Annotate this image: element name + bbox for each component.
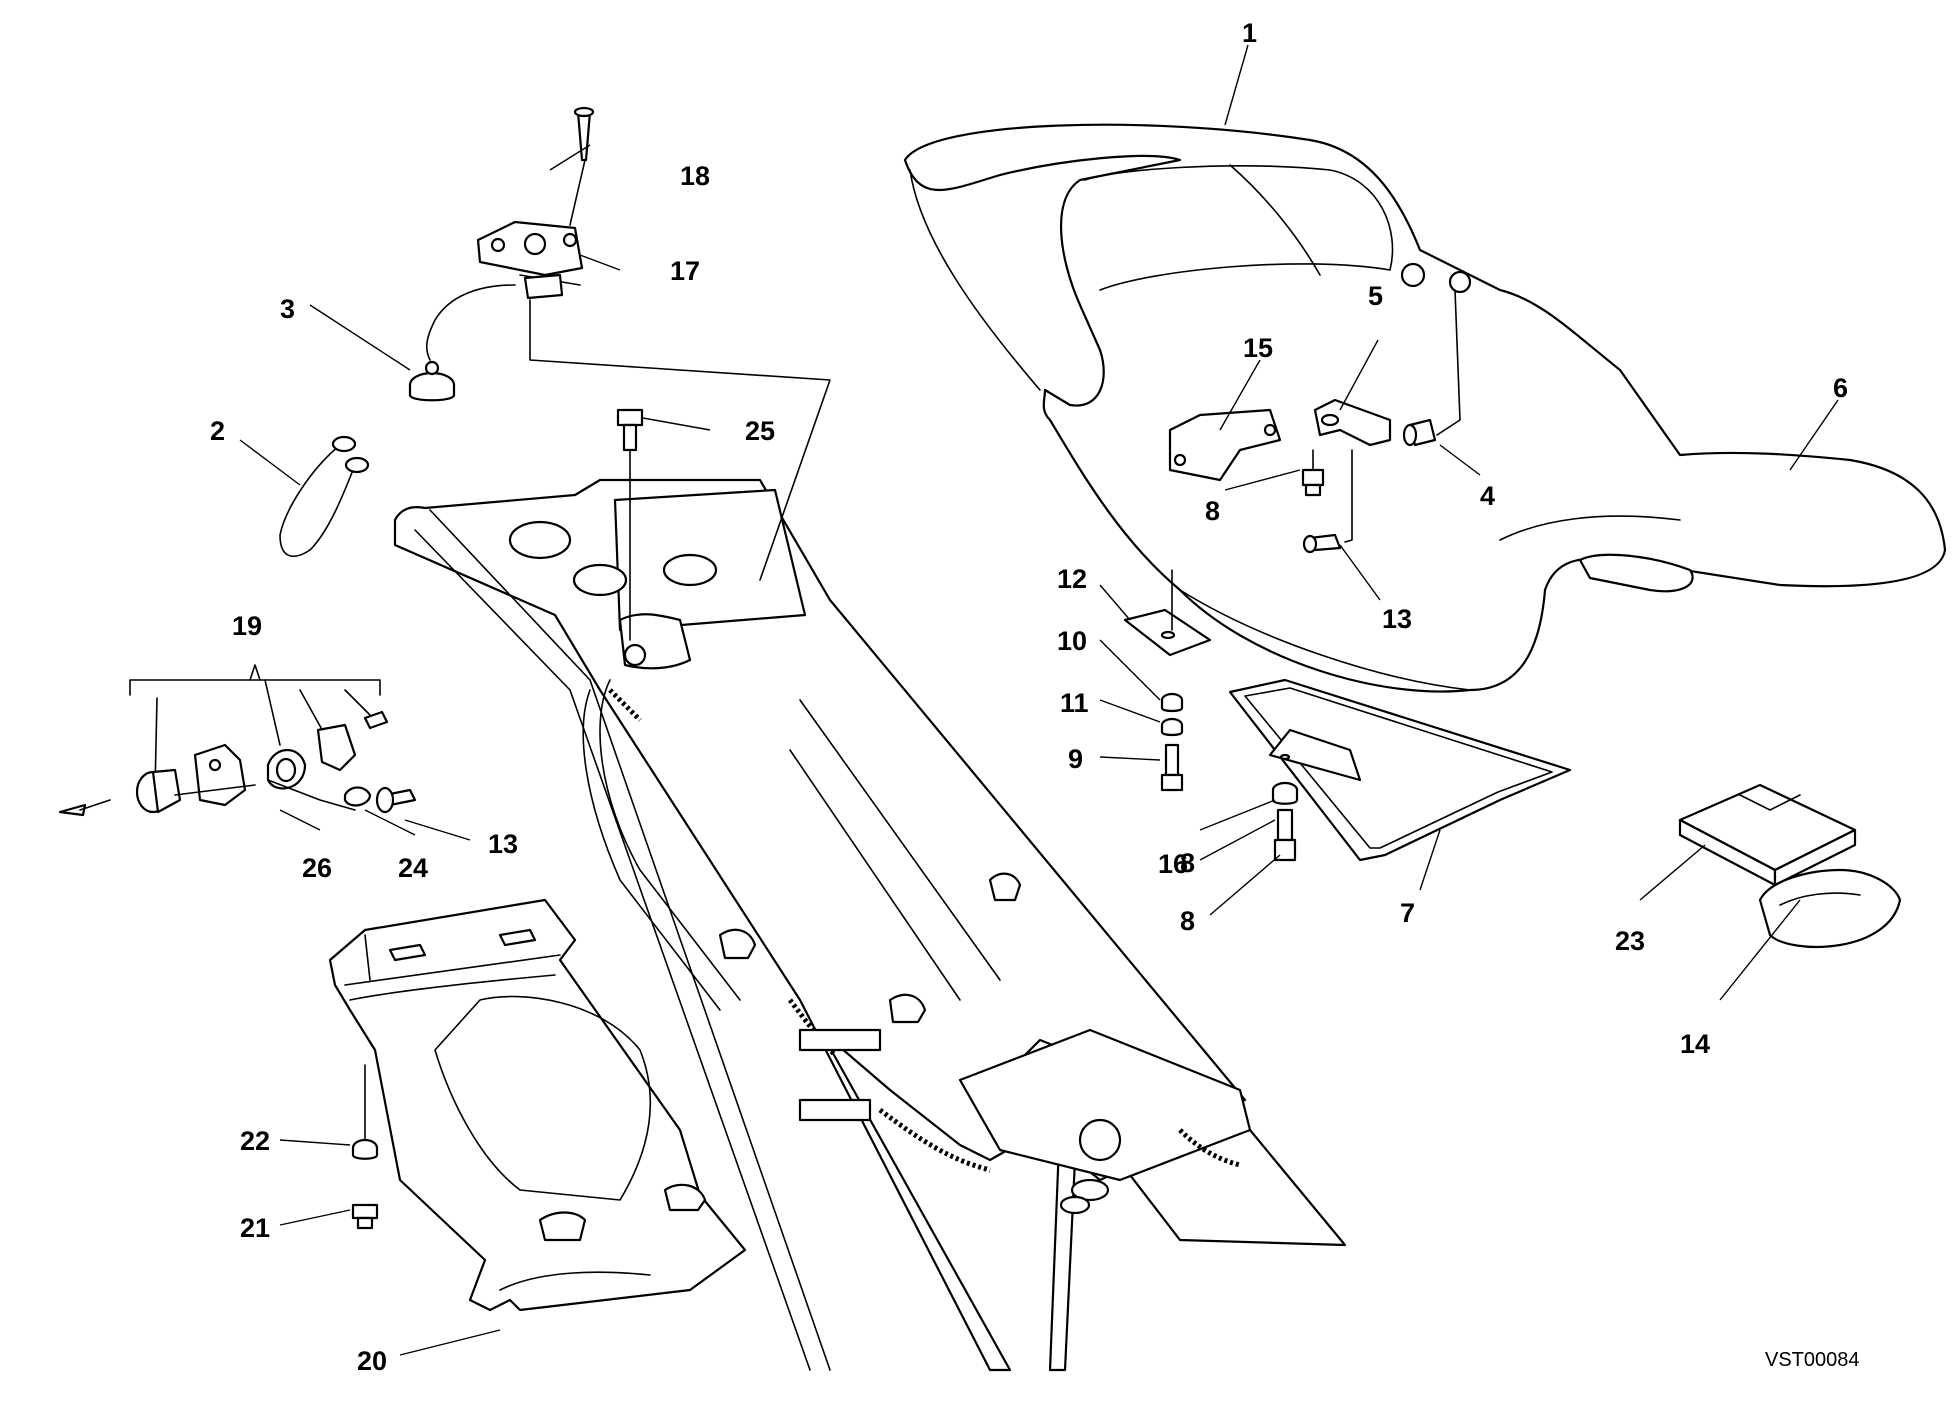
callout-19: 19 <box>232 611 262 641</box>
callout-13-left: 13 <box>488 829 518 859</box>
callout-20: 20 <box>357 1346 387 1376</box>
callout-23: 23 <box>1615 926 1645 956</box>
part-2-strap <box>279 435 370 558</box>
part-22-washer <box>351 1138 379 1160</box>
callout-labels: 1 2 3 4 5 6 7 8 8 8 9 10 11 12 13 13 14 … <box>210 18 1848 1376</box>
callout-5: 5 <box>1368 281 1383 311</box>
part-12-plate <box>1123 608 1212 657</box>
callout-18: 18 <box>680 161 710 191</box>
callout-4: 4 <box>1480 481 1495 511</box>
callout-14: 14 <box>1680 1029 1710 1059</box>
callout-6: 6 <box>1833 373 1848 403</box>
callout-9: 9 <box>1068 744 1083 774</box>
callout-2: 2 <box>210 416 225 446</box>
part-20-undertray <box>328 898 747 1312</box>
callout-15: 15 <box>1243 333 1273 363</box>
assembly-line-17 <box>529 159 831 581</box>
callout-22: 22 <box>240 1126 270 1156</box>
seat-assembly <box>903 123 1947 693</box>
callout-10: 10 <box>1057 626 1087 656</box>
part-10-washer <box>1160 692 1184 713</box>
part-4-spacer <box>1402 418 1437 447</box>
callout-7: 7 <box>1400 898 1415 928</box>
part-21-nut <box>351 1203 379 1230</box>
callout-8-lower: 8 <box>1180 906 1195 936</box>
part-14-pad <box>1758 868 1902 949</box>
part-18-screw <box>573 106 595 162</box>
part-7-tray <box>1228 678 1572 862</box>
part-11-washer <box>1160 717 1184 737</box>
callout-16: 16 <box>1158 849 1188 879</box>
leader-lines <box>239 44 1839 1356</box>
part-9-screw <box>1160 743 1184 792</box>
callout-12: 12 <box>1057 564 1087 594</box>
callout-11: 11 <box>1060 688 1089 718</box>
part-17-release-assembly <box>425 220 584 361</box>
drawing-code: VST00084 <box>1765 1349 1860 1371</box>
callout-25: 25 <box>745 416 775 446</box>
part-8-knob-upper <box>1301 449 1325 497</box>
part-13-screw-upper <box>1302 449 1353 554</box>
part-16-spacer <box>1271 781 1299 805</box>
part-25-bolt <box>616 408 644 641</box>
callout-17: 17 <box>670 256 700 286</box>
callout-24: 24 <box>398 853 428 883</box>
callout-13-right: 13 <box>1382 604 1412 634</box>
part-19-lock-assembly <box>58 664 417 817</box>
callout-26: 26 <box>302 853 332 883</box>
callout-8-middle: 8 <box>1180 848 1195 878</box>
rear-subframe <box>393 478 1347 1372</box>
assembly-line-5-4 <box>1436 289 1461 436</box>
callout-1: 1 <box>1242 18 1257 48</box>
callout-21: 21 <box>240 1213 270 1243</box>
part-8-knob-lower <box>1273 808 1297 862</box>
part-15-bracket <box>1168 408 1282 482</box>
callout-8-upper: 8 <box>1205 496 1220 526</box>
part-3-grommet <box>408 360 456 402</box>
callout-3: 3 <box>280 294 295 324</box>
